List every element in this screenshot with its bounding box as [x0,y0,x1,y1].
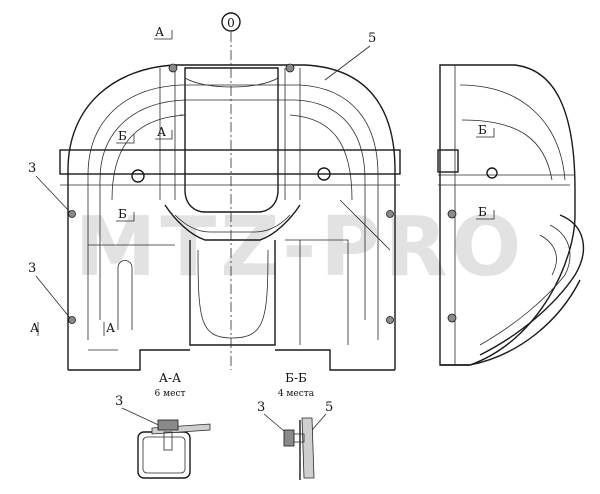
aa-bolt-head [157,419,179,431]
section-arrow [154,30,173,40]
center-recess [164,204,301,241]
arch-inner [87,84,379,340]
side-view [437,64,585,366]
section-marks: А Б А Б А А Б Б [30,25,495,336]
front-view: 0 [59,12,401,371]
callouts: 5 3 3 [28,31,376,319]
section-mark-b-side-upper: Б [478,123,487,137]
side-inner-2 [459,84,566,181]
callout-part-3-lower: 3 [28,261,36,276]
detail-aa-title: А-А [159,371,181,385]
bolt-holes [68,63,394,324]
bolt [68,210,76,218]
center-hood [184,67,279,213]
section-arrow [116,134,135,144]
axis-marker-label: 0 [227,16,235,30]
aa-plate [152,424,210,434]
detail-bb-callout-5: 5 [325,400,333,415]
section-mark-a-left-mid: А [157,125,166,139]
section-mark-a-bottom-left: А [30,321,39,335]
section-arrow [116,212,135,222]
detail-aa-callout: 3 [115,394,123,409]
leader-part-5-lower [339,199,391,251]
detail-bb: Б-Б 4 места 3 5 [257,371,333,480]
side-bottom [440,279,581,366]
center-recess-inner [174,214,291,233]
callout-part-3-upper: 3 [28,161,36,176]
section-arrow [476,210,495,220]
bolt [386,210,394,218]
arch-outer [67,64,396,370]
detail-bb-title: Б-Б [285,371,307,385]
callout-part-5: 5 [368,31,376,46]
bb-panel [302,418,314,478]
right-leg-inner [285,239,349,345]
side-inner-3 [461,119,553,181]
bolt [168,63,178,73]
section-mark-a-top: А [155,25,164,39]
bolt [285,63,295,73]
left-slot [117,260,133,330]
detail-bb-callout-3: 3 [257,400,265,415]
bb-bolt-shank [293,433,305,443]
bb-bolt-head [283,429,295,447]
section-mark-b-left-upper: Б [118,129,127,143]
section-arrow [155,130,173,140]
section-arrow [476,128,495,138]
callout-leader [35,175,71,213]
arch-inner-4 [289,114,353,201]
side-tube-section [437,149,459,173]
bolt-hole [131,169,145,183]
side-bolt-hole [486,167,498,179]
side-wing [479,214,585,356]
section-mark-b-side-lower: Б [478,205,487,219]
left-leg [68,349,190,371]
arch-inner-3 [111,114,186,201]
aa-bolt-shank [163,431,173,451]
center-tongue-inner [197,249,269,339]
side-bolt [447,209,457,219]
center-hood-top [184,77,279,88]
side-wing-inner [479,224,571,346]
side-bolt [447,313,457,323]
aa-plate-outline [151,423,211,435]
crossbar [59,149,401,175]
section-mark-a-bottom-right: А [106,321,115,335]
detail-aa: А-А 6 мест 3 [115,371,211,479]
right-leg [275,349,395,371]
axis-marker-circle [221,12,241,32]
center-tongue [189,240,276,346]
bolt [386,316,394,324]
watermark: MTZ-PRO [75,200,526,295]
section-mark-b-left-lower: Б [118,207,127,221]
side-outline [439,64,576,366]
detail-bb-note: 4 места [278,389,315,399]
callout-leader [324,45,371,81]
side-wing-inner-2 [539,234,557,276]
bolt-hole [317,167,331,181]
detail-aa-note: 6 мест [155,389,186,399]
callout-leader [35,275,71,319]
callout-leader [311,413,327,431]
bb-panel-outline [301,417,315,479]
bolt [68,316,76,324]
